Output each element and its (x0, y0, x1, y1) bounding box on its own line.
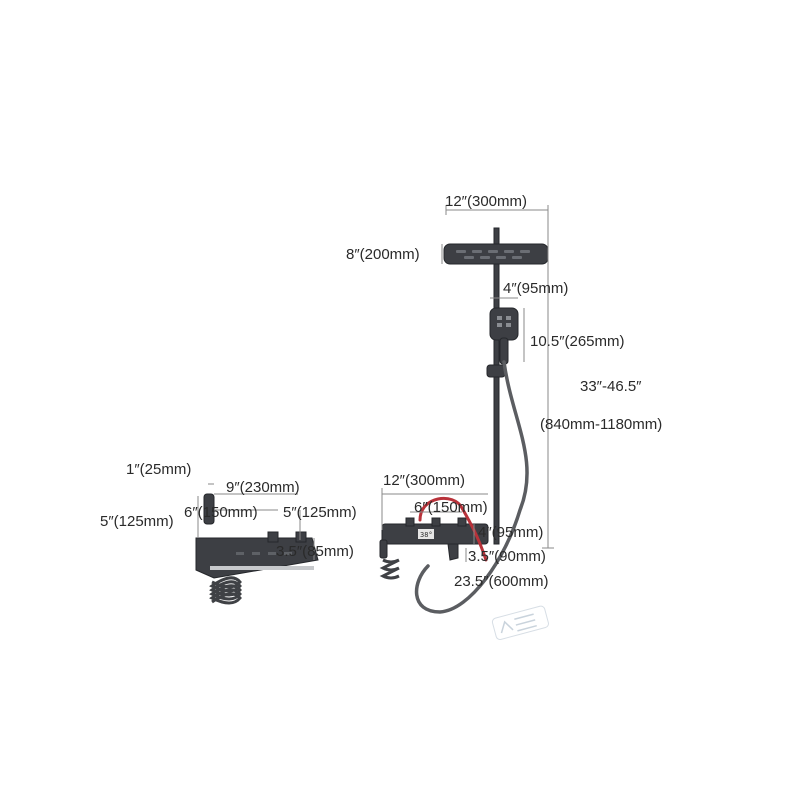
label-height-in: 33″-46.5″ (580, 378, 642, 395)
label-tub-spacing: 6″(150mm) (184, 504, 258, 521)
mixer-button-right (457, 517, 467, 527)
nozzle-pattern-icon (456, 250, 530, 259)
handheld-spray-icon (497, 316, 511, 327)
mixer-side-handheld (379, 539, 388, 559)
handheld-shower (489, 307, 519, 341)
tub-vent-icon (236, 552, 292, 555)
shower-arm (493, 227, 500, 247)
mixer-button-mid (431, 517, 441, 527)
label-mixer-spacing: 6″(150mm) (414, 499, 488, 516)
tub-knob-right (295, 531, 307, 543)
tub-spout-edge (210, 566, 314, 570)
hot-water-hose (418, 497, 488, 562)
label-tub-stem: 1″(25mm) (126, 461, 191, 478)
wall-mixer: 38° (379, 497, 489, 580)
dimension-lines (197, 205, 554, 562)
shower-column (414, 227, 549, 614)
mixer-coiled-hose (379, 558, 400, 580)
label-mixer-spout: 3.5″(90mm) (468, 548, 546, 565)
display-glyph: 38° (420, 531, 433, 539)
tub-handshower (203, 493, 215, 525)
label-mixer-depth: 4″(95mm) (478, 524, 543, 541)
label-tub-width: 9″(230mm) (226, 479, 300, 496)
temperature-display (418, 529, 434, 539)
tub-knob-left (267, 531, 279, 543)
mixer-spout (447, 543, 459, 561)
handheld-handle (499, 337, 509, 365)
handheld-hose (414, 360, 529, 614)
label-tub-depth: 3.5″(85mm) (276, 543, 354, 560)
rain-shower-head (443, 243, 549, 265)
mixer-button-left (405, 517, 415, 527)
label-mixer-width: 12″(300mm) (383, 472, 465, 489)
label-bar-length: 23.5″(600mm) (454, 573, 549, 590)
dimension-labels: 12″(300mm) 8″(200mm) 4″(95mm) 10.5″(265m… (100, 193, 662, 590)
label-head-width: 12″(300mm) (445, 193, 527, 210)
handheld-slider-bracket (486, 364, 506, 378)
tub-filler (195, 493, 319, 605)
label-handheld-width: 4″(95mm) (503, 280, 568, 297)
tub-coiled-hose (209, 576, 242, 605)
label-height-mm: (840mm-1180mm) (540, 416, 662, 433)
label-head-depth: 8″(200mm) (346, 246, 420, 263)
label-tub-height: 5″(125mm) (100, 513, 174, 530)
slide-bar (493, 263, 500, 545)
label-handheld-length: 10.5″(265mm) (530, 333, 625, 350)
label-tub-spout: 5″(125mm) (283, 504, 357, 521)
brand-watermark-icon (491, 605, 549, 641)
